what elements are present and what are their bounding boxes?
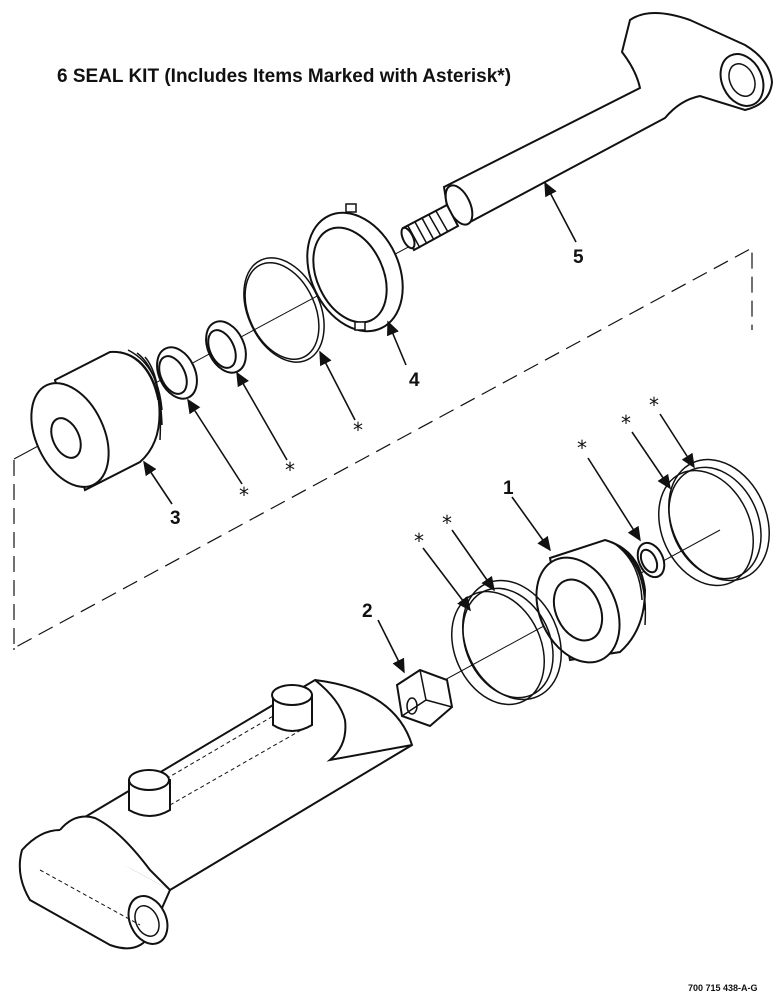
asterisk-marker-rod-seal: *	[239, 483, 249, 507]
callout-item-4: 4	[409, 370, 420, 391]
leader-rod-seal	[187, 398, 243, 485]
barrel-port-front	[271, 684, 313, 732]
leader-right-ring-a	[631, 431, 671, 490]
asterisk-marker-retaining-ring: *	[353, 418, 363, 442]
leader-wiper-seal	[236, 371, 288, 461]
asterisk-marker-right-ring-a: *	[621, 411, 631, 435]
wiper-seal	[205, 320, 247, 374]
leader-left-ring-b	[451, 529, 495, 592]
gland	[30, 349, 163, 492]
slotted-ring-nut	[306, 203, 404, 333]
leader-right-ring-b	[659, 413, 695, 469]
drawing-reference-code: 700 715 438-A-G	[688, 983, 758, 993]
phantom-assembly-line	[13, 246, 753, 650]
leader-retaining-ring	[319, 350, 356, 421]
asterisk-marker-left-ring-a: *	[414, 529, 424, 553]
callout-item-5: 5	[573, 247, 584, 268]
rod-thread	[400, 203, 460, 252]
retaining-ring	[243, 257, 325, 363]
piston	[535, 538, 647, 664]
asterisk-marker-left-ring-b: *	[442, 511, 452, 535]
asterisk-marker-small-o-ring: *	[577, 436, 587, 460]
rod-seal	[156, 346, 198, 400]
callout-item-2: 2	[362, 601, 373, 622]
leader-small-o-ring	[587, 457, 641, 542]
piston-seal-ring-right	[657, 458, 770, 587]
callout-item-3: 3	[170, 508, 181, 529]
leader-item-4	[387, 320, 407, 366]
asterisk-marker-wiper-seal: *	[285, 458, 295, 482]
leader-item-2	[377, 619, 405, 674]
leader-left-ring-a	[422, 547, 471, 612]
hex-nut	[395, 668, 454, 728]
leader-item-1	[511, 496, 551, 552]
asterisk-marker-right-ring-b: *	[649, 393, 659, 417]
cylinder-barrel	[18, 678, 414, 950]
leader-item-5	[544, 181, 577, 243]
callout-item-1: 1	[503, 478, 514, 499]
rod-clevis	[442, 12, 774, 226]
barrel-port-rear	[128, 769, 171, 817]
small-o-ring	[636, 541, 666, 579]
leader-item-3	[143, 460, 173, 505]
diagram-title: 6 SEAL KIT (Includes Items Marked with A…	[57, 66, 511, 87]
